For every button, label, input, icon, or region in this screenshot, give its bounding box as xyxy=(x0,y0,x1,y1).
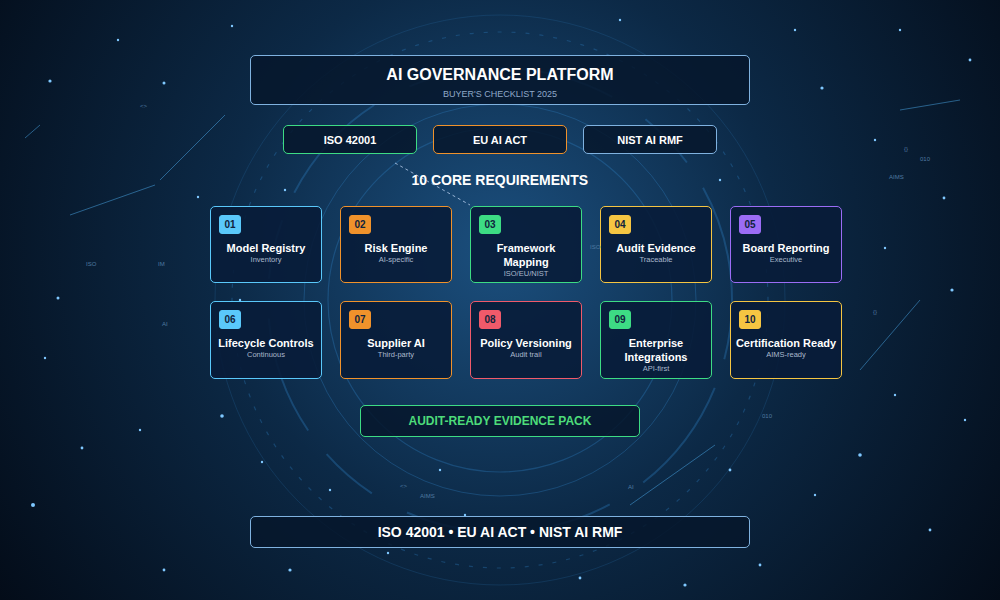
node-title: EU AI ACT xyxy=(473,134,527,146)
requirement-card: Board ReportingExecutive 05 xyxy=(730,206,842,283)
node-title: 08 xyxy=(484,314,495,325)
node-title: Certification Ready xyxy=(732,336,840,350)
label-box: AI GOVERNANCE PLATFORM BUYER'S CHECKLIST … xyxy=(250,55,750,105)
number-badge: 10 xyxy=(739,310,761,329)
watermark-text: AIMS xyxy=(889,174,904,180)
requirement-card: Risk EngineAI-specific 02 xyxy=(340,206,452,283)
requirement-card: Model RegistryInventory 01 xyxy=(210,206,322,283)
node-subtitle: Traceable xyxy=(639,255,672,264)
node-title: Enterprise Integrations xyxy=(601,336,711,364)
node-title: Risk Engine xyxy=(361,241,432,255)
node-subtitle: AIMS-ready xyxy=(766,350,806,359)
label-box: NIST AI RMF xyxy=(583,125,717,154)
number-badge: 06 xyxy=(219,310,241,329)
node-title: 01 xyxy=(224,219,235,230)
requirement-card: Enterprise IntegrationsAPI-first 09 xyxy=(600,301,712,379)
watermark-text: AIMS xyxy=(420,493,435,499)
node-title: 02 xyxy=(354,219,365,230)
number-badge: 03 xyxy=(479,215,501,234)
watermark-text: {} xyxy=(873,309,877,315)
watermark-text: <> xyxy=(400,483,407,489)
label-box: EU AI ACT xyxy=(433,125,567,154)
watermark-text: ISO xyxy=(590,244,600,250)
node-title: 07 xyxy=(354,314,365,325)
node-title: AI GOVERNANCE PLATFORM xyxy=(386,66,613,84)
node-title: 04 xyxy=(614,219,625,230)
number-badge: 02 xyxy=(349,215,371,234)
requirement-card: Supplier AIThird-party 07 xyxy=(340,301,452,379)
node-title: 03 xyxy=(484,219,495,230)
watermark-text: ISO xyxy=(86,261,96,267)
node-title: ISO 42001 xyxy=(324,134,377,146)
node-title: Policy Versioning xyxy=(476,336,576,350)
node-subtitle: BUYER'S CHECKLIST 2025 xyxy=(443,89,557,99)
node-title: 10 xyxy=(744,314,755,325)
node-subtitle: Audit trail xyxy=(510,350,541,359)
node-title: 06 xyxy=(224,314,235,325)
node-title: 09 xyxy=(614,314,625,325)
node-subtitle: AI-specific xyxy=(379,255,414,264)
node-title: Board Reporting xyxy=(739,241,834,255)
number-badge: 04 xyxy=(609,215,631,234)
watermark-text: AI xyxy=(628,484,634,490)
node-title: AUDIT-READY EVIDENCE PACK xyxy=(409,414,592,428)
node-subtitle: Inventory xyxy=(251,255,282,264)
number-badge: 05 xyxy=(739,215,761,234)
node-title: Lifecycle Controls xyxy=(214,336,317,350)
number-badge: 09 xyxy=(609,310,631,329)
requirement-card: Lifecycle ControlsContinuous 06 xyxy=(210,301,322,379)
watermark-text: IM xyxy=(158,261,165,267)
section-heading: 10 CORE REQUIREMENTS xyxy=(412,172,589,188)
label-box: AUDIT-READY EVIDENCE PACK xyxy=(360,405,640,437)
watermark-text: AI xyxy=(162,321,168,327)
requirement-card: Audit EvidenceTraceable 04 xyxy=(600,206,712,283)
number-badge: 07 xyxy=(349,310,371,329)
number-badge: 01 xyxy=(219,215,241,234)
node-subtitle: Executive xyxy=(770,255,803,264)
node-title: NIST AI RMF xyxy=(617,134,683,146)
node-subtitle: ISO/EU/NIST xyxy=(504,269,549,278)
node-subtitle: Continuous xyxy=(247,350,285,359)
requirement-card: Framework MappingISO/EU/NIST 03 xyxy=(470,206,582,283)
node-title: Framework Mapping xyxy=(471,241,581,269)
watermark-text: {} xyxy=(904,146,908,152)
watermark-text: 010 xyxy=(762,413,772,419)
node-title: Audit Evidence xyxy=(612,241,699,255)
node-title: ISO 42001 • EU AI ACT • NIST AI RMF xyxy=(378,524,623,540)
node-title: Supplier AI xyxy=(363,336,429,350)
node-subtitle: Third-party xyxy=(378,350,414,359)
watermark-text: <> xyxy=(140,103,147,109)
node-subtitle: API-first xyxy=(643,364,670,373)
label-box: ISO 42001 xyxy=(283,125,417,154)
node-title: 05 xyxy=(744,219,755,230)
requirement-card: Policy VersioningAudit trail 08 xyxy=(470,301,582,379)
requirement-card: Certification ReadyAIMS-ready 10 xyxy=(730,301,842,379)
number-badge: 08 xyxy=(479,310,501,329)
label-box: ISO 42001 • EU AI ACT • NIST AI RMF xyxy=(250,516,750,548)
node-title: Model Registry xyxy=(223,241,310,255)
watermark-text: 010 xyxy=(920,156,930,162)
